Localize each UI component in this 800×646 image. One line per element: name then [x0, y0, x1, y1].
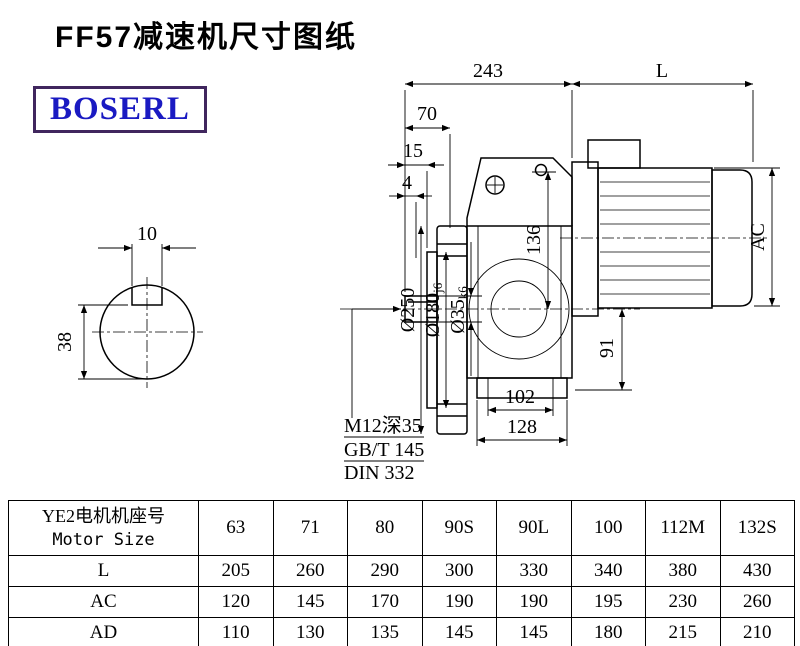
table-cell: 120	[198, 586, 274, 618]
top-bolt-hole	[485, 175, 505, 195]
motor-size-header-cn: YE2电机机座号	[42, 506, 165, 527]
dimension-texts: 243 L 70 15 4 AC 10 38 Ø250 Ø180j6 Ø35k6…	[54, 60, 769, 484]
dim-AC: AC	[747, 223, 769, 251]
table-cell: 170	[347, 586, 423, 618]
column-header: 80	[347, 500, 423, 556]
note-standard-din: DIN 332	[344, 462, 415, 484]
terminal-box	[587, 139, 641, 169]
dimension-lines	[78, 80, 780, 462]
table-cell: 260	[272, 555, 348, 587]
table-header-row: YE2电机机座号 Motor Size 63 71 80 90S 90L 100…	[8, 500, 795, 556]
dim-70: 70	[417, 103, 437, 125]
dim-243: 243	[473, 60, 503, 82]
shaft-circle	[99, 284, 195, 380]
column-header: 63	[198, 500, 274, 556]
table-cell: 145	[496, 617, 572, 646]
dim-10: 10	[137, 223, 157, 245]
table-cell: 380	[645, 555, 721, 587]
top-bolt-hole-2	[534, 163, 548, 177]
fan-cover	[711, 169, 753, 307]
table-cell: 205	[198, 555, 274, 587]
motor-size-header: YE2电机机座号 Motor Size	[8, 500, 199, 556]
table-cell: 135	[347, 617, 423, 646]
table-cell: 215	[645, 617, 721, 646]
dim-spigot-dia: Ø180j6	[422, 282, 445, 337]
dim-136: 136	[523, 225, 545, 255]
table-cell: 145	[272, 586, 348, 618]
page-title: FF57减速机尺寸图纸	[55, 21, 358, 54]
table-cell: 430	[719, 555, 795, 587]
dim-128: 128	[507, 416, 537, 438]
table-cell: 300	[421, 555, 497, 587]
housing-body	[466, 225, 573, 379]
column-header: 132S	[719, 500, 795, 556]
table-cell: 340	[570, 555, 646, 587]
table-cell: 145	[421, 617, 497, 646]
keyway	[131, 288, 163, 306]
table-cell: 195	[570, 586, 646, 618]
motor-fins	[600, 181, 710, 295]
table-row-AD: AD 110 130 135 145 145 180 215 210	[8, 617, 795, 646]
table-cell: 230	[645, 586, 721, 618]
table-cell: 190	[496, 586, 572, 618]
gear-bore-outer	[468, 258, 570, 360]
row-label: L	[8, 555, 199, 587]
table-row-AC: AC 120 145 170 190 190 195 230 260	[8, 586, 795, 618]
motor-dimension-table: YE2电机机座号 Motor Size 63 71 80 90S 90L 100…	[8, 500, 795, 646]
dim-shaft-dia: Ø35k6	[447, 286, 470, 334]
dim-15: 15	[403, 140, 423, 162]
boserl-logo: BOSERL	[33, 86, 207, 133]
dim-38: 38	[54, 332, 76, 352]
gear-bore-inner	[490, 280, 548, 338]
table-cell: 180	[570, 617, 646, 646]
upper-housing	[466, 157, 573, 226]
table-cell: 330	[496, 555, 572, 587]
dim-flange-dia: Ø250	[397, 288, 419, 332]
dim-4: 4	[402, 172, 412, 194]
column-header: 112M	[645, 500, 721, 556]
row-label: AD	[8, 617, 199, 646]
pedestal	[476, 377, 568, 399]
note-tap-hole: M12深35	[344, 414, 422, 437]
table-cell: 190	[421, 586, 497, 618]
technical-drawing: 243 L 70 15 4 AC 10 38 Ø250 Ø180j6 Ø35k6…	[54, 60, 780, 484]
note-standard-gbt: GB/T 145	[344, 439, 424, 461]
column-header: 71	[272, 500, 348, 556]
shaft-end-view	[99, 284, 195, 380]
table-cell: 130	[272, 617, 348, 646]
column-header: 100	[570, 500, 646, 556]
motor-adapter	[571, 161, 599, 317]
column-header: 90S	[421, 500, 497, 556]
column-header: 90L	[496, 500, 572, 556]
table-cell: 210	[719, 617, 795, 646]
table-cell: 110	[198, 617, 274, 646]
dim-102: 102	[505, 386, 535, 408]
gearbox-side-view	[404, 139, 753, 435]
dim-L: L	[656, 60, 668, 82]
row-label: AC	[8, 586, 199, 618]
table-cell: 260	[719, 586, 795, 618]
table-cell: 290	[347, 555, 423, 587]
table-row-L: L 205 260 290 300 330 340 380 430	[8, 555, 795, 587]
dim-91: 91	[596, 338, 618, 358]
logo-text: BOSERL	[50, 91, 190, 127]
motor-size-header-en: Motor Size	[52, 529, 155, 550]
